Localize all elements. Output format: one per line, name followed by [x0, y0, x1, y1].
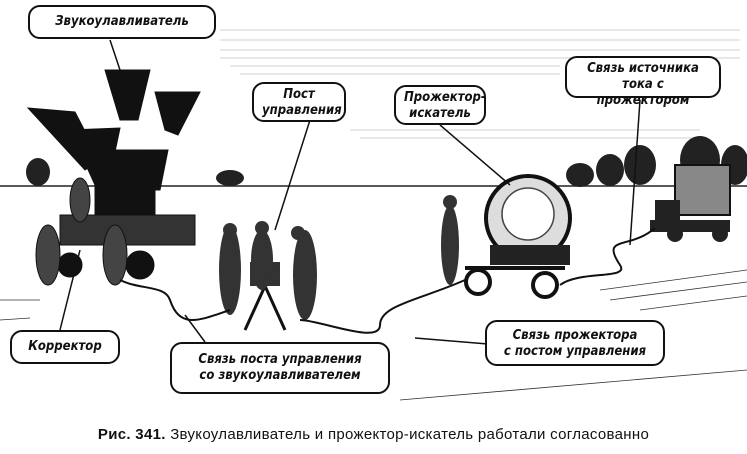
label-searchlight-post-link: Связь прожектора с постом управления [485, 320, 665, 366]
label-text: Пост [283, 87, 315, 102]
cables [119, 227, 656, 334]
label-text: Корректор [28, 339, 102, 354]
label-sound-locator: Звукоулавливатель [28, 5, 216, 39]
label-text: тока с прожектором [596, 77, 690, 108]
control-post-drawing [219, 221, 317, 331]
label-text: Связь источника [587, 61, 699, 76]
figure-caption: Рис. 341. Звукоулавливатель и прожектор-… [0, 426, 747, 443]
label-control-post: Пост управления [252, 82, 346, 122]
ground-hatching [0, 269, 747, 401]
label-text: Связь прожектора [512, 328, 638, 343]
label-searchlight: Прожектор- искатель [394, 85, 486, 125]
figure-number: Рис. 341. [97, 426, 166, 443]
label-text: Прожектор- [404, 90, 486, 105]
label-text: Связь поста управления [198, 352, 362, 367]
searchlight-drawing [441, 174, 572, 299]
label-corrector: Корректор [10, 330, 120, 364]
sound-locator-drawing [26, 69, 201, 286]
power-truck-drawing [650, 164, 731, 242]
sky-hatching [220, 29, 740, 139]
label-post-locator-link: Связь поста управления со звукоулавливат… [170, 342, 390, 394]
label-text: искатель [409, 106, 471, 121]
label-text: Звукоулавливатель [55, 14, 189, 29]
label-power-link: Связь источника тока с прожектором [565, 56, 721, 108]
tree-line [26, 136, 747, 187]
callout-pointers [59, 39, 641, 346]
label-text: со звукоулавливателем [199, 368, 361, 383]
label-text: управления [262, 103, 342, 118]
caption-text: Звукоулавливатель и прожектор-искатель р… [170, 426, 650, 443]
label-text: с постом управления [503, 344, 647, 359]
